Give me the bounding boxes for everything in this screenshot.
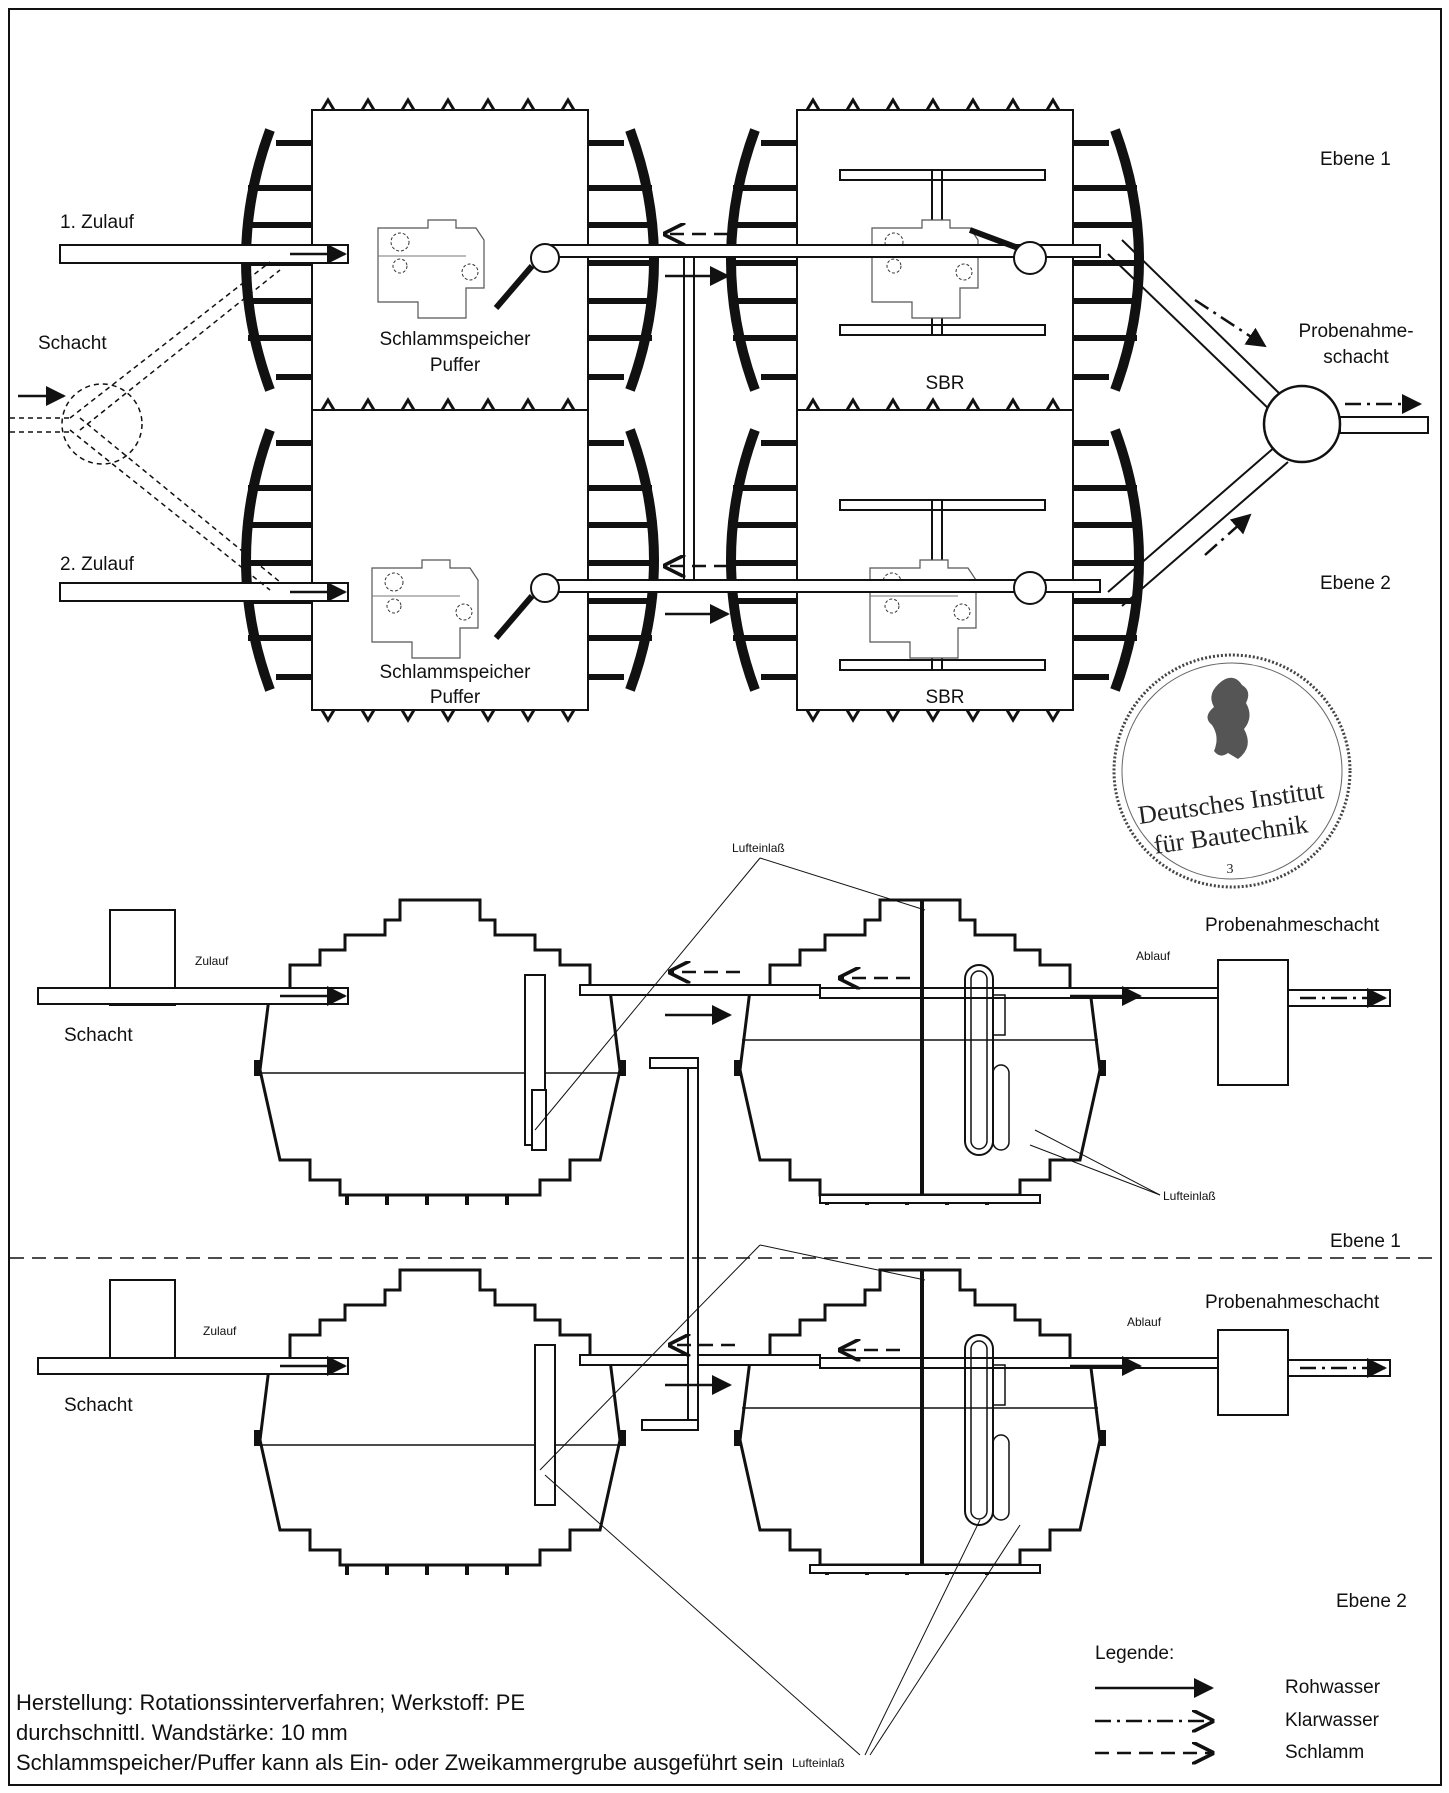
label-level1-section: Ebene 1	[1330, 1231, 1401, 1252]
sample-shaft-plan	[1262, 384, 1342, 464]
label-air-inlet-1: Lufteinlaß	[732, 841, 785, 855]
label-sbr1: SBR	[925, 373, 965, 394]
label-level2-section: Ebene 2	[1336, 1591, 1407, 1612]
institute-seal: Deutsches Institut für Bautechnik 3	[1112, 653, 1352, 889]
plan-valves	[493, 227, 1047, 640]
label-air-inlet-3: Lufteinlaß	[792, 1756, 845, 1770]
label-sbr2: SBR	[925, 687, 965, 708]
outlet-pipes	[1107, 239, 1289, 607]
note-chamber-option: Schlammspeicher/Puffer kann als Ein- ode…	[16, 1750, 784, 1775]
label-buffer2-line1: Schlammspeicher	[379, 662, 531, 683]
label-sample-shaft-line1: Probenahme-	[1298, 321, 1414, 342]
section-flow-arrows	[280, 972, 1387, 1395]
label-outflow-2: Ablauf	[1127, 1315, 1162, 1329]
label-air-inlet-2: Lufteinlaß	[1163, 1189, 1216, 1203]
label-inlet1: 1. Zulauf	[60, 212, 134, 233]
label-sample-shaft-line2: schacht	[1323, 347, 1389, 368]
sbr-diffuser-level2	[809, 1564, 1041, 1574]
inlet-shaft-dashed	[10, 261, 281, 591]
label-buffer1-line1: Schlammspeicher	[379, 329, 531, 350]
legend-item-schlamm: Schlamm	[1285, 1742, 1365, 1763]
label-inlet2: 2. Zulauf	[60, 554, 134, 575]
label-inflow-2: Zulauf	[203, 1324, 237, 1338]
air-inlet-leaders	[534, 857, 1161, 1756]
sbr-diffuser-level1	[819, 1194, 1041, 1204]
seal-number: 3	[1227, 862, 1234, 877]
water-levels	[262, 1039, 1098, 1446]
legend-item-rohwasser: Rohwasser	[1285, 1677, 1381, 1698]
label-buffer2-line2: Puffer	[429, 687, 481, 708]
legend-item-klarwasser: Klarwasser	[1285, 1710, 1379, 1731]
label-shaft-section-2: Schacht	[64, 1395, 133, 1416]
legend-symbols	[1095, 1678, 1212, 1753]
label-level2-plan: Ebene 2	[1320, 573, 1391, 594]
label-outflow-1: Ablauf	[1136, 949, 1171, 963]
label-shaft-plan: Schacht	[38, 333, 107, 354]
label-buffer1-line2: Puffer	[429, 355, 481, 376]
label-sample-shaft-section-2: Probenahmeschacht	[1205, 1292, 1380, 1313]
plan-flow-arrows	[290, 234, 1422, 624]
section-pipes	[37, 909, 1391, 1506]
label-sample-shaft-section-1: Probenahmeschacht	[1205, 915, 1380, 936]
note-manufacturing: Herstellung: Rotationssinterverfahren; W…	[16, 1690, 526, 1715]
bear-emblem-icon	[1207, 677, 1250, 759]
section-tank-buffer-level2	[252, 1268, 628, 1577]
label-inflow-1: Zulauf	[195, 954, 229, 968]
plan-pipes	[59, 244, 1429, 602]
legend-title: Legende:	[1095, 1643, 1175, 1664]
drawing-frame	[8, 8, 1442, 1786]
label-level1-plan: Ebene 1	[1320, 149, 1391, 170]
note-wall-thickness: durchschnittl. Wandstärke: 10 mm	[16, 1720, 348, 1745]
label-shaft-section-1: Schacht	[64, 1025, 133, 1046]
section-tank-buffer-level1	[252, 898, 628, 1207]
